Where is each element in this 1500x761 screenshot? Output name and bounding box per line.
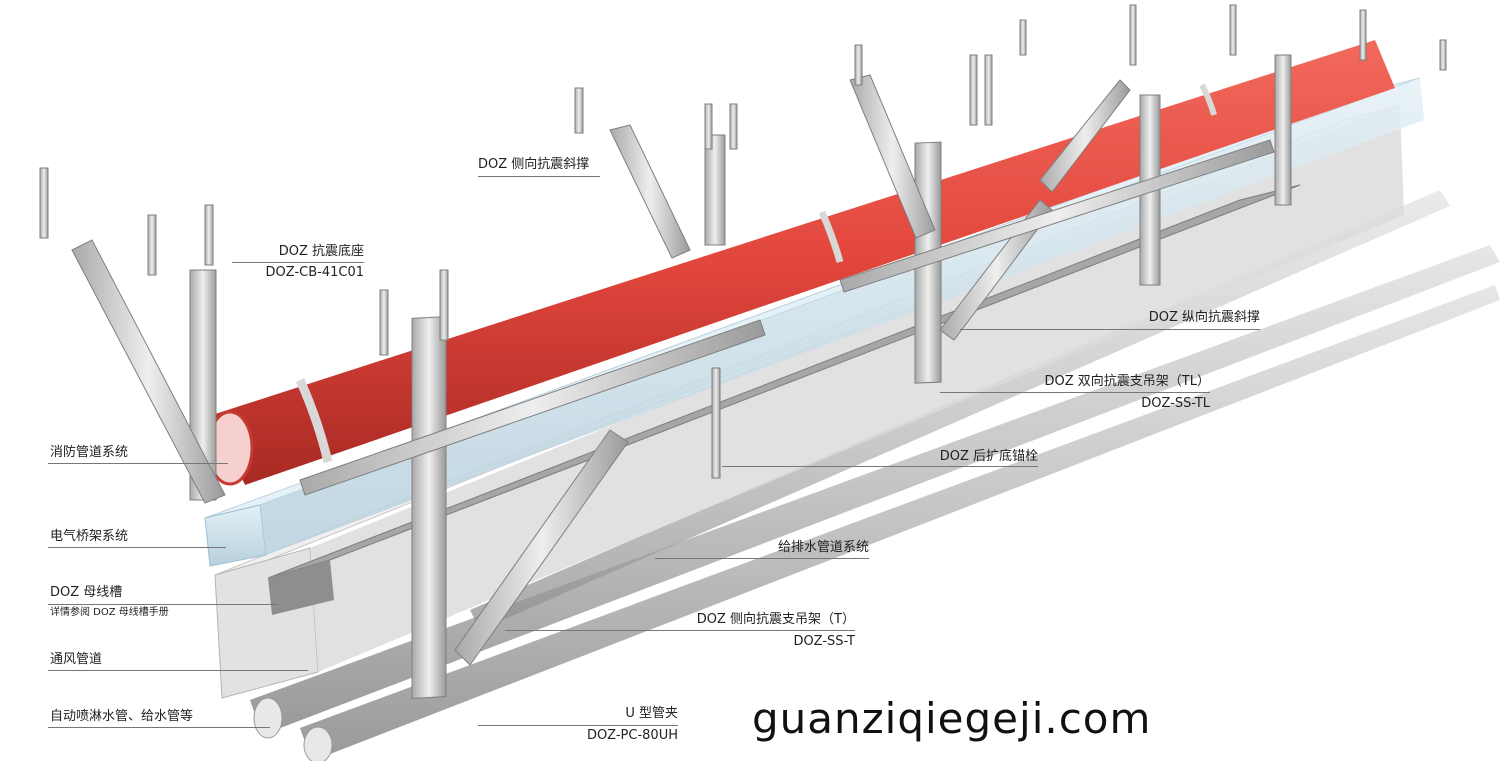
fire-pipe bbox=[206, 40, 1395, 486]
watermark: guanziqiegeji.com bbox=[752, 694, 1152, 743]
label-lateral-hanger-title: DOZ 侧向抗震支吊架（T） bbox=[696, 612, 855, 627]
leader-lateral-brace bbox=[478, 176, 600, 177]
leader-anchor bbox=[722, 466, 1038, 467]
label-water: 给排水管道系统 bbox=[777, 540, 869, 555]
leader-duct bbox=[48, 670, 308, 671]
label-lateral-brace: DOZ 侧向抗震斜撑 bbox=[478, 157, 590, 172]
label-cable-tray: 电气桥架系统 bbox=[50, 529, 129, 544]
leader-busway bbox=[48, 604, 278, 605]
leader-longitudinal bbox=[960, 329, 1260, 330]
label-bidir-title: DOZ 双向抗震支吊架（TL） bbox=[1044, 374, 1210, 389]
label-busway-note: 详情参阅 DOZ 母线槽手册 bbox=[50, 607, 169, 618]
leader-bidir bbox=[940, 392, 1210, 393]
leader-cable-tray bbox=[48, 547, 226, 548]
leader-sprinkler bbox=[48, 727, 270, 728]
lower-pipes bbox=[250, 190, 1500, 761]
label-longitudinal-brace: DOZ 纵向抗震斜撑 bbox=[1148, 310, 1260, 325]
leader-lateral-hanger bbox=[505, 630, 855, 631]
label-base-title: DOZ 抗震底座 bbox=[278, 244, 364, 259]
label-busway-title: DOZ 母线槽 bbox=[50, 585, 123, 600]
steel-hangers bbox=[39, 4, 1447, 699]
label-fire: 消防管道系统 bbox=[50, 445, 129, 460]
label-bidir-code: DOZ-SS-TL bbox=[1141, 396, 1210, 411]
label-base-code: DOZ-CB-41C01 bbox=[265, 265, 364, 280]
leader-water bbox=[655, 558, 869, 559]
label-uclamp-code: DOZ-PC-80UH bbox=[586, 728, 678, 743]
label-anchor: DOZ 后扩底锚栓 bbox=[939, 449, 1038, 464]
leader-fire bbox=[48, 463, 228, 464]
label-uclamp-title: U 型管夹 bbox=[625, 706, 678, 721]
leader-base bbox=[232, 262, 364, 263]
label-sprinkler: 自动喷淋水管、给水管等 bbox=[50, 709, 194, 724]
label-lateral-hanger-code: DOZ-SS-T bbox=[793, 634, 855, 649]
label-duct: 通风管道 bbox=[50, 652, 103, 667]
leader-uclamp bbox=[478, 725, 678, 726]
